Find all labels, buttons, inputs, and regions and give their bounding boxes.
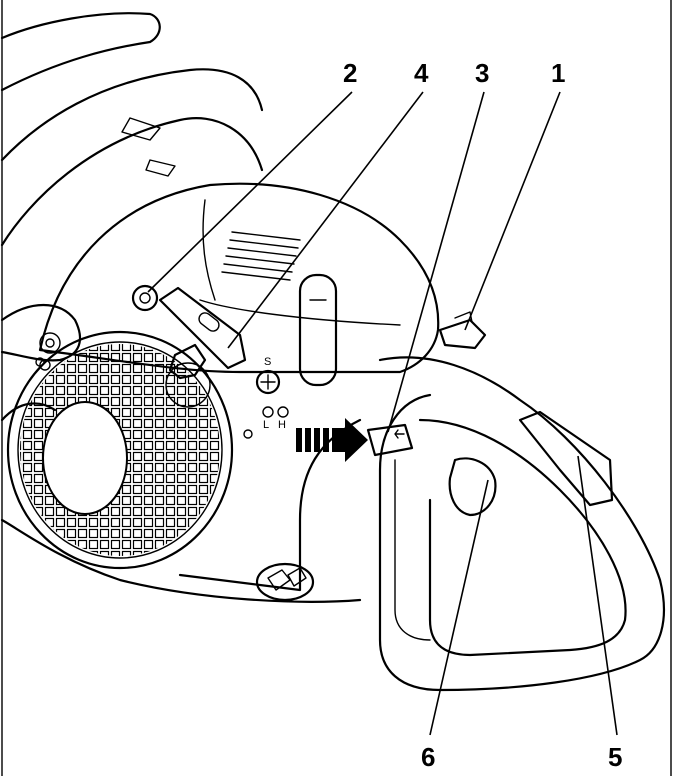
- choke-lever: [366, 423, 414, 457]
- throttle-trigger: [448, 457, 497, 517]
- callout-4: 4: [414, 58, 429, 88]
- callout-5: 5: [608, 742, 622, 772]
- starter-hub: [42, 401, 128, 515]
- l-marking: L: [263, 419, 269, 431]
- leader-6: [429, 479, 489, 736]
- leader-2: [147, 91, 353, 293]
- front-handle-bar: [0, 12, 264, 247]
- carburetor-screws: S L H: [255, 356, 289, 431]
- starter-cover: [6, 330, 253, 570]
- callout-2: 2: [343, 58, 357, 88]
- leader-4: [227, 91, 424, 349]
- callout-6: 6: [421, 742, 435, 772]
- leader-5: [577, 455, 618, 736]
- s-screw-icon: [255, 369, 281, 395]
- choke-arrow: [296, 418, 414, 462]
- screw-part-2: [131, 284, 159, 312]
- s-marking: S: [264, 356, 271, 368]
- leader-1: [464, 91, 561, 331]
- lower-body: [0, 418, 362, 603]
- leader-3: [387, 91, 485, 433]
- callout-1: 1: [551, 58, 565, 88]
- chain-tensioner: [255, 562, 315, 602]
- throttle-lockout: [518, 410, 614, 507]
- air-vent: [221, 231, 301, 281]
- h-marking: H: [278, 419, 286, 431]
- rear-handle: [378, 311, 665, 692]
- callout-3: 3: [475, 58, 489, 88]
- fuel-cap: [438, 318, 487, 350]
- switch-slot: [298, 273, 338, 387]
